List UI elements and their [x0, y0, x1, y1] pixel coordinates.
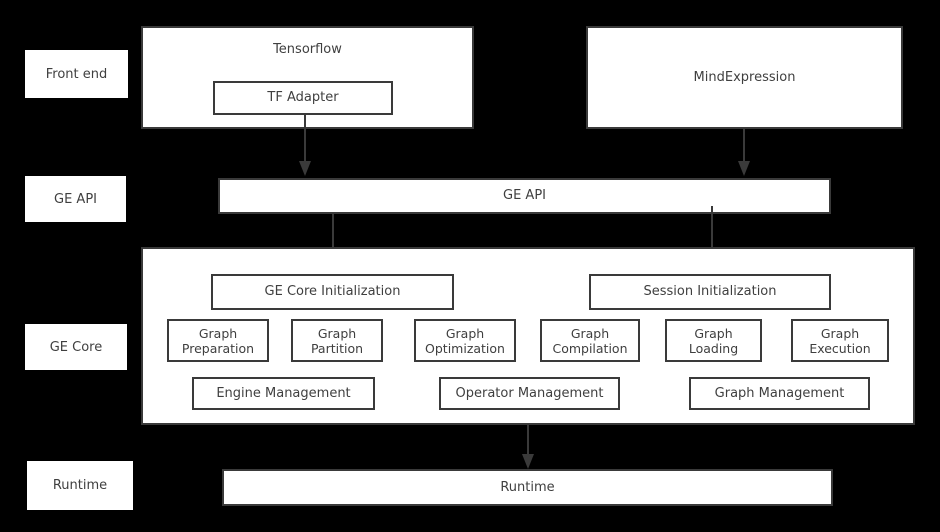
graph-partition-label: Graph Partition [310, 325, 364, 356]
layer-label-ge-api-text: GE API [54, 191, 97, 207]
graph-loading-box[interactable]: Graph Loading [665, 319, 762, 362]
layer-label-ge-api: GE API [25, 176, 126, 222]
ge-api-bar-label: GE API [503, 188, 546, 204]
graph-partition-box[interactable]: Graph Partition [291, 319, 383, 362]
layer-label-front-end-text: Front end [45, 66, 108, 82]
runtime-bar-label: Runtime [500, 479, 555, 495]
graph-management-box[interactable]: Graph Management [689, 377, 870, 410]
graph-compilation-label: Graph Compilation [552, 325, 628, 356]
graph-execution-box[interactable]: Graph Execution [791, 319, 889, 362]
session-initialization-box[interactable]: Session Initialization [589, 274, 831, 310]
layer-label-runtime: Runtime [27, 461, 133, 510]
arrow-ge-core-to-runtime [519, 425, 537, 470]
engine-management-box[interactable]: Engine Management [192, 377, 375, 410]
graph-execution-label: Graph Execution [809, 325, 871, 356]
layer-label-ge-core: GE Core [25, 324, 127, 370]
layer-label-runtime-text: Runtime [52, 478, 108, 493]
operator-management-box[interactable]: Operator Management [439, 377, 620, 410]
mindexpression-container: MindExpression [586, 26, 903, 129]
graph-optimization-box[interactable]: Graph Optimization [414, 319, 516, 362]
tf-adapter-label: TF Adapter [267, 90, 339, 106]
graph-loading-label: Graph Loading [688, 325, 739, 356]
arrow-tf-adapter-to-ge-api [296, 115, 314, 177]
tensorflow-title: Tensorflow [273, 42, 342, 57]
mindexpression-title: MindExpression [693, 69, 796, 85]
session-initialization-label: Session Initialization [643, 284, 777, 300]
graph-optimization-label: Graph Optimization [425, 325, 505, 356]
layer-label-ge-core-text: GE Core [49, 339, 103, 355]
arrow-mindexpression-to-ge-api [735, 129, 753, 177]
layer-label-front-end: Front end [25, 50, 128, 98]
tf-adapter-box[interactable]: TF Adapter [213, 81, 393, 115]
engine-management-label: Engine Management [216, 385, 351, 401]
operator-management-label: Operator Management [455, 385, 604, 401]
graph-preparation-label: Graph Preparation [181, 325, 255, 356]
ge-core-initialization-label: GE Core Initialization [264, 284, 401, 300]
runtime-bar[interactable]: Runtime [222, 469, 833, 506]
graph-management-label: Graph Management [714, 385, 845, 401]
ge-api-bar[interactable]: GE API [218, 178, 831, 214]
graph-compilation-box[interactable]: Graph Compilation [540, 319, 640, 362]
graph-preparation-box[interactable]: Graph Preparation [167, 319, 269, 362]
ge-core-initialization-box[interactable]: GE Core Initialization [211, 274, 454, 310]
